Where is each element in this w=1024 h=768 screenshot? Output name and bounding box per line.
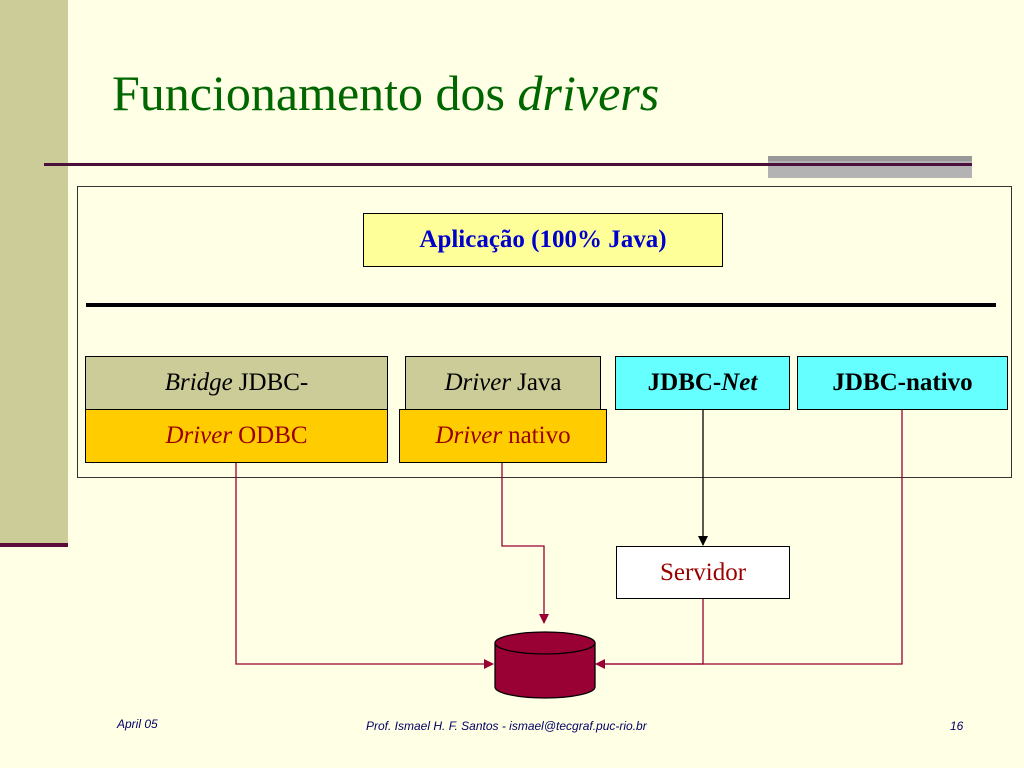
jdbc-net-italic: Net (721, 369, 758, 396)
jdbc-net-box: JDBC-Net (615, 356, 790, 410)
title-plain: Funcionamento dos (112, 65, 518, 121)
diagram-frame (77, 186, 1012, 478)
application-label: Aplicação (100% Java) (419, 226, 667, 253)
title-rule (44, 163, 972, 166)
wire-nativo-to-db (501, 463, 549, 624)
driver-nativo-rest: nativo (508, 422, 571, 449)
driver-java-rest: Java (517, 369, 562, 396)
jdbc-nativo-box: JDBC-nativo (797, 356, 1008, 410)
title-rule-accent (768, 156, 972, 178)
bridge-label-italic: Bridge (164, 369, 233, 396)
footer-author: Prof. Ismael H. F. Santos - ismael@tecgr… (366, 719, 647, 733)
api-divider-line (86, 303, 996, 307)
wire-jdbcnativo-to-db (600, 410, 903, 665)
server-box: Servidor (616, 546, 790, 599)
jdbc-nativo-label: JDBC-nativo (832, 369, 973, 396)
odbc-label-italic: Driver (165, 422, 233, 449)
server-label: Servidor (659, 558, 747, 586)
bridge-label-rest: JDBC- (238, 369, 309, 396)
title-italic: drivers (517, 65, 660, 121)
jdbc-net-prefix: JDBC- (647, 369, 722, 396)
driver-nativo-italic: Driver (435, 422, 503, 449)
sidebar-accent-line (0, 543, 68, 547)
odbc-label-rest: ODBC (238, 422, 308, 449)
database-icon (494, 631, 596, 699)
wire-server-to-db (595, 599, 704, 669)
footer-page-number: 16 (950, 719, 964, 733)
left-sidebar-band (0, 0, 68, 545)
footer-date: April 05 (117, 717, 158, 731)
slide-title: Funcionamento dos drivers (112, 68, 659, 118)
driver-java-italic: Driver (444, 369, 512, 396)
application-box: Aplicação (100% Java) (363, 213, 723, 267)
wire-odbc-to-db (235, 463, 494, 669)
